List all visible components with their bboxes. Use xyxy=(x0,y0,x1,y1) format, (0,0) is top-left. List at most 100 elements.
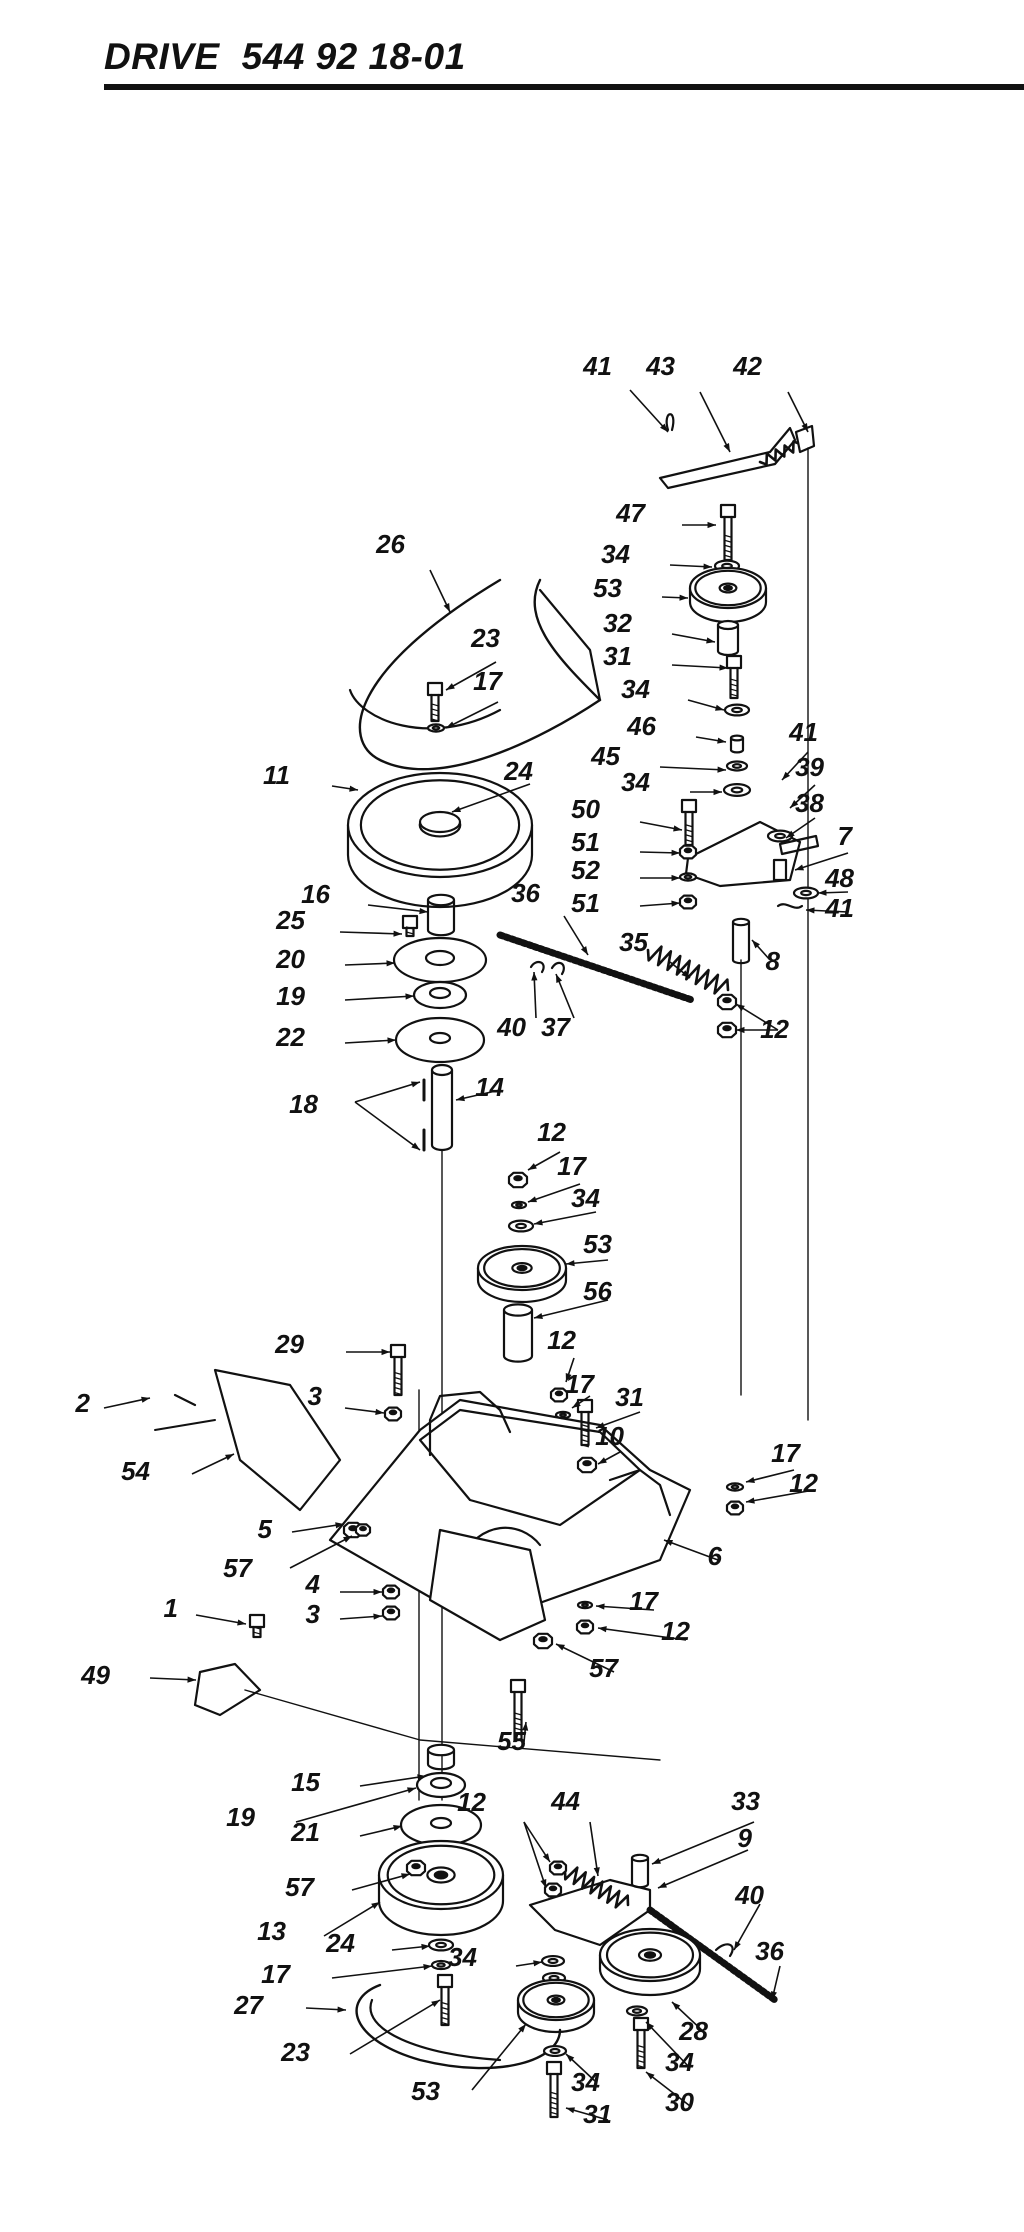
arrowhead-7-17-0 xyxy=(795,864,804,871)
flange-22-bore xyxy=(428,1031,452,1045)
drive-pulley-13-groove xyxy=(386,1844,496,1906)
arrowhead-34-78-0 xyxy=(533,1960,542,1967)
arrowhead-53-84-0 xyxy=(518,2024,526,2033)
bracket-left-tab xyxy=(428,1390,512,1457)
leader-6-57-0 xyxy=(663,1539,719,1561)
drive-pulley-13-bore xyxy=(433,1870,449,1880)
nut-12b-hole xyxy=(722,1025,732,1032)
callout-7: 7 xyxy=(838,821,854,851)
arrowhead-12-25-0 xyxy=(736,1004,745,1012)
washer-17d xyxy=(725,1482,745,1492)
bearing-19b-bore xyxy=(429,1776,453,1790)
bolt-47-head xyxy=(719,503,737,519)
arrowhead-16-33-0 xyxy=(419,907,428,915)
bolt-25-thread xyxy=(405,926,415,930)
arrowhead-42-2-0 xyxy=(801,423,808,432)
bolt-23b-thread xyxy=(440,2016,450,2021)
nut-51a-hole xyxy=(683,847,693,854)
arrowhead-34-12-0 xyxy=(713,788,722,796)
bolt-47-thread xyxy=(723,554,733,558)
bolt-30-thread xyxy=(636,2054,646,2059)
arrowhead-34-83-0 xyxy=(646,2022,655,2031)
spacer-32-top xyxy=(716,619,740,631)
bracket-right-tab xyxy=(608,1468,672,1517)
arrowhead-40-26-0 xyxy=(531,972,538,981)
callout-44: 44 xyxy=(550,1786,580,1816)
washer-17d-hole xyxy=(730,1484,740,1490)
belt-26-run xyxy=(538,588,602,702)
bolt-31c-thread xyxy=(549,2111,559,2115)
arrowhead-56-44-0 xyxy=(534,1313,543,1320)
callout-34: 34 xyxy=(621,674,650,704)
arrowhead-3-60-0 xyxy=(373,1613,382,1620)
nut-12a-hole xyxy=(722,997,732,1004)
bolt-31b-thread xyxy=(580,1434,590,1438)
arrowhead-31-7-0 xyxy=(719,664,728,671)
callout-34: 34 xyxy=(621,767,650,797)
plate-54 xyxy=(213,1368,342,1512)
arrowhead-53-43-0 xyxy=(566,1260,575,1267)
washer-34h-hole xyxy=(549,2047,561,2055)
callout-17: 17 xyxy=(565,1369,595,1399)
callout-31: 31 xyxy=(603,641,632,671)
nut-57c-hole xyxy=(411,1863,421,1870)
arrowhead-41-11-0 xyxy=(782,771,791,780)
arrowhead-33-70-0 xyxy=(652,1857,661,1864)
callout-18: 18 xyxy=(289,1089,318,1119)
bushing-46-top xyxy=(729,734,745,742)
leader-17-41-0 xyxy=(527,1183,581,1203)
arrowhead-17-41-0 xyxy=(528,1196,537,1203)
callout-27: 27 xyxy=(233,1990,264,2020)
spring-35 xyxy=(646,945,730,995)
callout-12: 12 xyxy=(760,1014,789,1044)
callout-19: 19 xyxy=(276,981,305,1011)
main-pulley-11-side xyxy=(346,823,534,909)
washer-34h xyxy=(542,2044,568,2058)
washer-17a-hole xyxy=(431,725,441,731)
arrowhead-32-6-0 xyxy=(706,637,715,644)
leader-57-73-0 xyxy=(351,1873,411,1891)
main-pulley-11-groove xyxy=(359,779,521,871)
arrowhead-29-45-0 xyxy=(381,1348,390,1356)
bolt-31a-thread xyxy=(729,693,739,697)
bolt-50-thread xyxy=(684,824,694,828)
idler-pulley-53b-bore xyxy=(516,1264,528,1272)
bolt-47-thread xyxy=(723,544,733,548)
leader-16-33-0 xyxy=(367,904,429,913)
spacer-16-body xyxy=(426,898,456,937)
arrowhead-4-58-0 xyxy=(373,1588,382,1596)
bolt-47-thread xyxy=(723,534,733,538)
bolt-55-thread xyxy=(513,1717,523,1721)
callout-54: 54 xyxy=(121,1456,150,1486)
bolt-31b-thread xyxy=(580,1424,590,1428)
clip-40b xyxy=(714,1943,734,1958)
title-text: DRIVE xyxy=(104,36,220,77)
arrowhead-34-42-0 xyxy=(534,1219,543,1226)
callout-33: 33 xyxy=(731,1786,760,1816)
bolt-23b-thread xyxy=(440,2001,450,2006)
bearing-19 xyxy=(412,980,468,1010)
bolt-23b-thread xyxy=(440,2006,450,2011)
callout-26: 26 xyxy=(375,529,405,559)
leader-7-17-0 xyxy=(794,852,849,871)
arrowhead-52-18-0 xyxy=(671,874,680,882)
bolt-31c-thread xyxy=(549,2101,559,2105)
arrowhead-38-15-0 xyxy=(786,830,795,838)
callout-6: 6 xyxy=(708,1541,723,1571)
callout-32: 32 xyxy=(603,608,632,638)
callout-34: 34 xyxy=(601,539,630,569)
arrowhead-24-77-0 xyxy=(421,1943,430,1950)
leader-19-67-0 xyxy=(295,1787,417,1823)
leader-5-55-0 xyxy=(291,1523,345,1533)
callout-12: 12 xyxy=(547,1325,576,1355)
arrowhead-12-40-0 xyxy=(528,1163,537,1170)
bolt-31b-thread xyxy=(580,1444,590,1448)
arrowhead-6-57-0 xyxy=(664,1540,673,1546)
spacer-15-body xyxy=(426,1748,456,1771)
cable-36-lower xyxy=(646,1906,779,2004)
arrowhead-12-62-0 xyxy=(598,1626,607,1633)
nut-12d-hole xyxy=(554,1390,564,1397)
callout-55: 55 xyxy=(497,1726,526,1756)
bolt-30-shank xyxy=(636,2028,646,2070)
arrowhead-12-54-0 xyxy=(746,1497,755,1504)
